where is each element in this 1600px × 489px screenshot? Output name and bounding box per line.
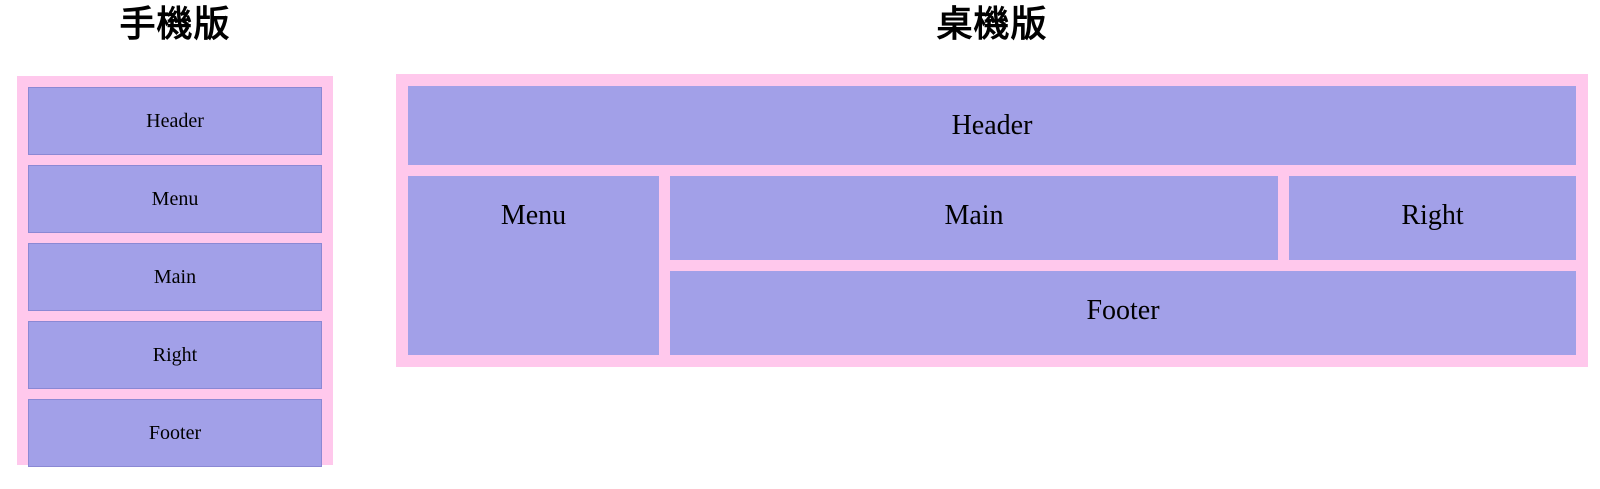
mobile-menu-box: Menu (28, 165, 322, 233)
desktop-layout-frame: Header Menu Main Right Footer (396, 74, 1588, 367)
mobile-header-box: Header (28, 87, 322, 155)
desktop-footer-box: Footer (670, 271, 1576, 355)
mobile-version-title: 手機版 (119, 3, 231, 44)
mobile-layout-frame: Header Menu Main Right Footer (17, 76, 333, 467)
desktop-menu-box: Menu (408, 176, 659, 355)
desktop-header-box: Header (408, 86, 1576, 165)
mobile-right-box: Right (28, 321, 322, 389)
desktop-version-title: 桌機版 (936, 3, 1048, 44)
desktop-main-box: Main (670, 176, 1278, 260)
mobile-footer-box: Footer (28, 399, 322, 467)
desktop-right-box: Right (1289, 176, 1576, 260)
mobile-main-box: Main (28, 243, 322, 311)
